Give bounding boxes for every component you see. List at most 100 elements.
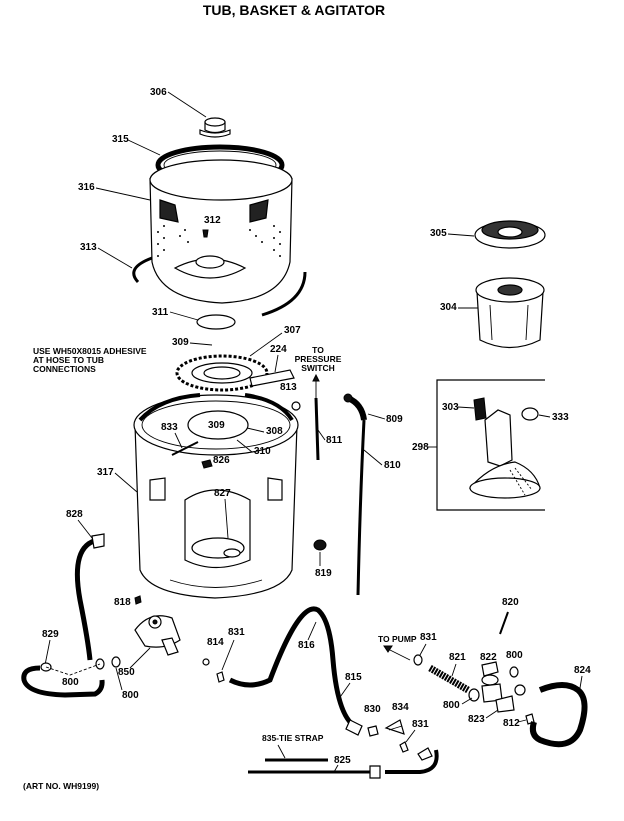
svg-text:PRESSURE: PRESSURE xyxy=(295,354,342,364)
part-823-fitting xyxy=(495,695,515,713)
callout-304: 304 xyxy=(440,302,457,313)
part-831-clamp-c xyxy=(413,654,423,666)
part-818-screw xyxy=(134,595,142,605)
svg-text:USE WH50X8015 ADHESIVE: USE WH50X8015 ADHESIVE xyxy=(33,346,147,356)
svg-text:TO: TO xyxy=(312,345,324,355)
part-313-snap-ring xyxy=(132,256,307,317)
callout-820: 820 xyxy=(502,597,519,608)
callout-309: 309 xyxy=(172,337,189,348)
callout-829: 829 xyxy=(42,629,59,640)
part-834-fitting xyxy=(384,719,405,735)
callout-800-b: 800 xyxy=(122,690,139,701)
part-312-screw xyxy=(202,229,209,238)
callout-819: 819 xyxy=(315,568,332,579)
callout-821: 821 xyxy=(449,652,466,663)
callout-830: 830 xyxy=(364,704,381,715)
callout-800-a: 800 xyxy=(62,677,79,688)
callout-831-a: 831 xyxy=(228,627,245,638)
part-811-pressure-tube xyxy=(314,397,320,461)
callout-831-c: 831 xyxy=(420,632,437,643)
svg-text:SWITCH: SWITCH xyxy=(301,363,335,373)
callout-308: 308 xyxy=(266,426,283,437)
callout-814: 814 xyxy=(207,637,224,648)
part-850-pump xyxy=(134,615,181,656)
callout-800-c: 800 xyxy=(506,650,523,661)
callout-224: 224 xyxy=(270,344,287,355)
pressure-switch-note: TO PRESSURE SWITCH xyxy=(295,345,342,398)
callout-307: 307 xyxy=(284,325,301,336)
callout-834: 834 xyxy=(392,702,409,713)
callout-826: 826 xyxy=(213,455,230,466)
callout-831-b: 831 xyxy=(412,719,429,730)
part-813-clamp xyxy=(291,401,301,411)
part-819-grommet xyxy=(313,539,327,551)
callout-815: 815 xyxy=(345,672,362,683)
callout-316: 316 xyxy=(78,182,95,193)
part-824-hose xyxy=(529,682,588,748)
callout-298: 298 xyxy=(412,442,429,453)
part-815-drain-hose xyxy=(228,606,363,736)
part-821-hose xyxy=(428,664,470,694)
callout-828: 828 xyxy=(66,509,83,520)
callout-810: 810 xyxy=(384,460,401,471)
callout-313: 313 xyxy=(80,242,97,253)
svg-text:AT HOSE TO TUB: AT HOSE TO TUB xyxy=(33,355,104,365)
part-311-seal xyxy=(196,314,236,330)
part-822-valve xyxy=(481,661,503,703)
callout-811: 811 xyxy=(326,435,343,446)
adhesive-note: USE WH50X8015 ADHESIVE AT HOSE TO TUB CO… xyxy=(33,346,147,374)
callout-311: 311 xyxy=(152,307,169,318)
callout-309-inner: 309 xyxy=(208,420,225,431)
part-305-cap xyxy=(474,220,546,249)
part-307-seal-assembly xyxy=(175,354,269,392)
part-316-basket xyxy=(149,159,293,304)
callout-818: 818 xyxy=(114,597,131,608)
callout-809: 809 xyxy=(386,414,403,425)
part-826-nut xyxy=(201,459,213,469)
tie-strap-label: 835-TIE STRAP xyxy=(262,733,324,743)
part-828-hose xyxy=(74,533,105,661)
part-833-clamp xyxy=(171,441,199,456)
part-814-clamp xyxy=(202,658,210,666)
part-309-inner-seal xyxy=(187,410,249,440)
part-317-tub xyxy=(133,393,299,599)
callout-833: 833 xyxy=(161,422,178,433)
callout-850: 850 xyxy=(118,667,135,678)
diagram-title: TUB, BASKET & AGITATOR xyxy=(203,2,385,18)
callout-306: 306 xyxy=(150,87,167,98)
callout-800-d: 800 xyxy=(443,700,460,711)
part-224-bracket xyxy=(249,369,295,387)
callout-317: 317 xyxy=(97,467,114,478)
part-809-elbow xyxy=(343,393,367,421)
callout-303: 303 xyxy=(442,402,459,413)
callout-824: 824 xyxy=(574,665,591,676)
part-810-hose xyxy=(356,419,366,596)
callout-312: 312 xyxy=(204,215,221,226)
part-825-hose xyxy=(248,747,439,779)
callout-822: 822 xyxy=(480,652,497,663)
agitator-box xyxy=(436,379,545,511)
callout-825: 825 xyxy=(334,755,351,766)
callout-305: 305 xyxy=(430,228,447,239)
part-333-washer xyxy=(521,407,539,421)
callout-827: 827 xyxy=(214,488,231,499)
part-298-agitator xyxy=(468,409,541,499)
callout-315: 315 xyxy=(112,134,129,145)
part-820-screw xyxy=(499,611,509,635)
callout-823: 823 xyxy=(468,714,485,725)
to-pump-label: TO PUMP xyxy=(378,634,417,644)
part-306-hub xyxy=(199,117,231,138)
callout-812: 812 xyxy=(503,718,520,729)
part-303-cam xyxy=(473,397,487,421)
part-829-hose xyxy=(21,665,105,698)
hose-clamps-left xyxy=(40,656,121,676)
part-831-clamp-a xyxy=(216,671,225,683)
part-304-agitator-top xyxy=(475,277,545,349)
svg-text:CONNECTIONS: CONNECTIONS xyxy=(33,364,96,374)
callout-310: 310 xyxy=(254,446,271,457)
part-831-clamp-b xyxy=(399,741,409,753)
art-number: (ART NO. WH9199) xyxy=(23,781,99,791)
callout-816: 816 xyxy=(298,640,315,651)
callout-333: 333 xyxy=(552,412,569,423)
